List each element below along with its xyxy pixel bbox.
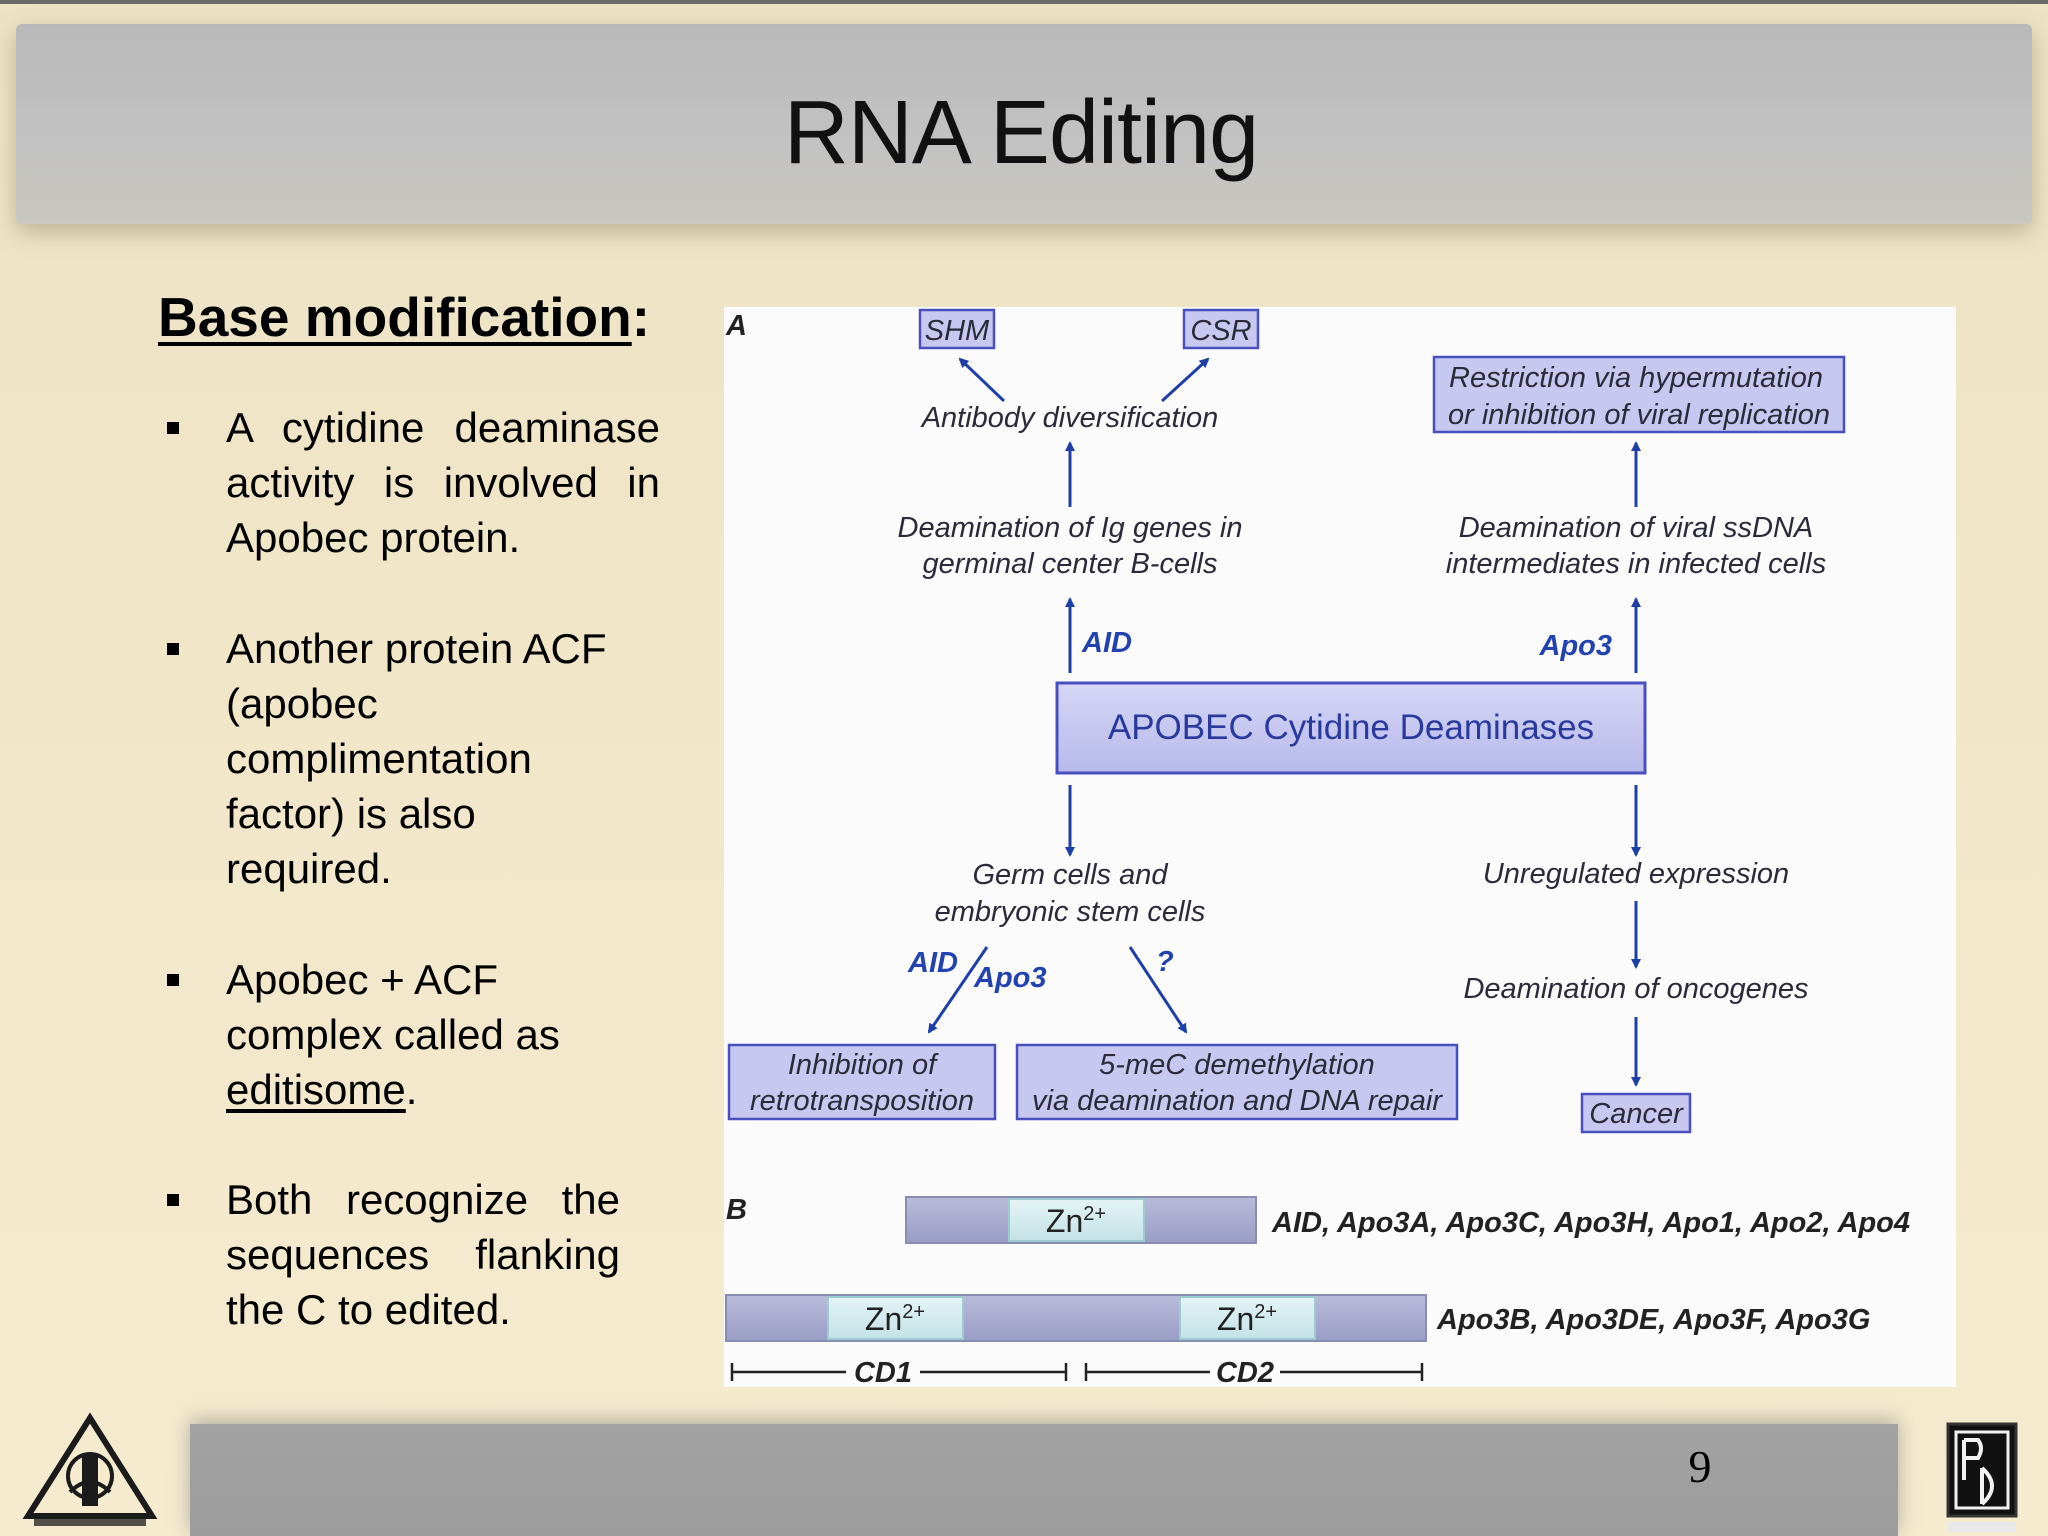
- shm-box: [918, 308, 996, 350]
- heading-colon: :: [631, 286, 651, 348]
- arrow-to-csr: [1160, 357, 1210, 403]
- institution-logo: [22, 1412, 158, 1526]
- cd1-label: CD1: [854, 1357, 912, 1387]
- antibody-diversification-label: Antibody diversification: [920, 402, 1219, 434]
- zn-superscript: 2+: [1254, 1301, 1277, 1323]
- question-mark-label: ?: [1156, 946, 1174, 978]
- bullet-line: editisome.: [226, 1062, 660, 1117]
- footer-bar: [190, 1424, 1898, 1536]
- bullet-marker: [167, 1194, 179, 1206]
- germ-cells-line-2: embryonic stem cells: [935, 896, 1206, 928]
- bullet-line: activity is involved in: [226, 459, 660, 506]
- bullet-text: Apobec + ACF complex called as editisome…: [226, 952, 660, 1117]
- apobec-figure: A B SHM CSR Antibody diversification Res…: [724, 307, 1956, 1387]
- cancer-box: [1580, 1092, 1692, 1134]
- row-1-proteins-label: AID, Apo3A, Apo3C, Apo3H, Apo1, Apo2, Ap…: [1271, 1207, 1910, 1239]
- zn-domain-row-2-cd1: [827, 1296, 964, 1340]
- zn-superscript: 2+: [1083, 1203, 1106, 1225]
- zn-text: Zn: [865, 1301, 902, 1337]
- bullet-line: complex called as: [226, 1011, 560, 1058]
- apobec-diagram: A B SHM CSR Antibody diversification Res…: [725, 308, 1910, 1387]
- inhibition-line-2: retrotransposition: [750, 1085, 974, 1117]
- bullet-line: A cytidine deaminase: [226, 404, 660, 451]
- editisome-term: editisome: [226, 1066, 406, 1113]
- cd2-span-marker: [1084, 1363, 1424, 1381]
- restriction-line-2: or inhibition of viral replication: [1448, 399, 1830, 431]
- deamination-ig-line-1: Deamination of Ig genes in: [898, 512, 1243, 544]
- bullet-line: Apobec protein.: [226, 514, 521, 561]
- apobec-box: [1055, 681, 1647, 775]
- csr-label: CSR: [1190, 315, 1251, 347]
- arrow-to-inhibition: [927, 946, 989, 1034]
- bullet-line: Another protein ACF: [226, 625, 607, 672]
- deamination-ig-line-2: germinal center B-cells: [923, 548, 1218, 580]
- bullet-line: Both recognize the: [226, 1176, 620, 1223]
- restriction-box: [1432, 355, 1846, 434]
- zn-domain-row-1: [1008, 1198, 1145, 1242]
- inhibition-box: [727, 1043, 997, 1121]
- bullet-text: Another protein ACF (apobec complimentat…: [226, 621, 660, 896]
- bullet-text: A cytidine deaminase activity is involve…: [226, 400, 660, 565]
- demethylation-line-2: via deamination and DNA repair: [1032, 1085, 1443, 1117]
- bullet-marker: [167, 974, 179, 986]
- deamination-oncogenes-label: Deamination of oncogenes: [1463, 973, 1808, 1005]
- bullet-line: required.: [226, 845, 392, 892]
- apo3-label-lower: Apo3: [973, 962, 1047, 994]
- title-bar: RNA Editing: [16, 24, 2032, 224]
- zn-text: Zn: [1217, 1301, 1254, 1337]
- demethylation-line-1: 5-meC demethylation: [1099, 1049, 1375, 1081]
- bullet-punctuation: .: [405, 1066, 418, 1113]
- heading-text: Base modification: [158, 286, 632, 348]
- zn-label-row-2-cd2: Zn2+: [1217, 1301, 1277, 1337]
- bullet-line: factor) is also: [226, 790, 476, 837]
- deamination-viral-line-2: intermediates in infected cells: [1446, 548, 1826, 580]
- deamination-viral-line-1: Deamination of viral ssDNA: [1459, 512, 1814, 544]
- csr-box: [1182, 308, 1260, 350]
- apobec-label: APOBEC Cytidine Deaminases: [1108, 708, 1594, 747]
- zn-label-row-1: Zn2+: [1046, 1203, 1106, 1239]
- row-2-proteins-label: Apo3B, Apo3DE, Apo3F, Apo3G: [1436, 1304, 1870, 1336]
- aid-label-upper: AID: [1081, 627, 1132, 659]
- germ-cells-line-1: Germ cells and: [972, 859, 1168, 891]
- pd-logo: [1946, 1422, 2018, 1532]
- cd2-label: CD2: [1216, 1357, 1274, 1387]
- cancer-label: Cancer: [1589, 1098, 1684, 1130]
- bullet-line: (apobec: [226, 680, 378, 727]
- cd1-span-marker: [730, 1363, 1068, 1381]
- bullet-line: Apobec + ACF: [226, 956, 498, 1003]
- restriction-line-1: Restriction via hypermutation: [1449, 362, 1823, 394]
- zn-superscript: 2+: [902, 1301, 925, 1323]
- bullet-marker: [167, 422, 179, 434]
- slide-title: RNA Editing: [783, 83, 1259, 183]
- panel-a-label: A: [725, 310, 747, 342]
- demethylation-box: [1015, 1043, 1459, 1121]
- shm-label: SHM: [925, 315, 990, 347]
- aid-label-lower: AID: [907, 947, 958, 979]
- zn-label-row-2-cd1: Zn2+: [865, 1301, 925, 1337]
- panel-b-label: B: [726, 1194, 747, 1226]
- arrow-to-shm: [958, 357, 1006, 403]
- unregulated-expression-label: Unregulated expression: [1483, 858, 1789, 890]
- bullet-marker: [167, 643, 179, 655]
- page-number: 9: [1688, 1441, 1712, 1492]
- bullet-line: the C to edited.: [226, 1286, 511, 1333]
- arrow-to-demethylation: [1128, 946, 1188, 1034]
- bullet-line: complimentation: [226, 735, 532, 782]
- zn-text: Zn: [1046, 1203, 1083, 1239]
- zn-domain-row-2-cd2: [1179, 1296, 1316, 1340]
- top-border-line: [0, 0, 2048, 4]
- apo3-label-upper: Apo3: [1539, 630, 1613, 662]
- bullet-line: sequences flanking: [226, 1231, 620, 1278]
- inhibition-line-1: Inhibition of: [788, 1049, 939, 1081]
- section-heading: Base modification:: [158, 285, 650, 349]
- bullet-text: Both recognize the sequences flanking th…: [226, 1172, 620, 1337]
